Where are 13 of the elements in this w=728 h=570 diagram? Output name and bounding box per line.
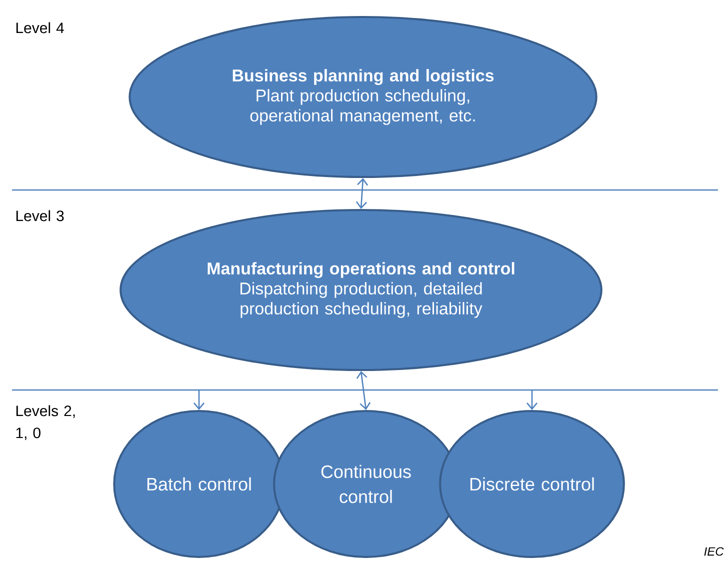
arrow xyxy=(194,390,204,410)
arrow xyxy=(356,178,368,209)
circle-node: Batch control xyxy=(113,410,285,558)
level-label: Level 4 xyxy=(16,22,64,34)
ellipse-node: Manufacturing operations and control Dispatching production, detailed production scheduling, reliability xyxy=(120,209,602,371)
circle-node: Continuous control xyxy=(273,410,459,558)
circle-node: Discrete control xyxy=(439,410,625,558)
level-label: Levels 2, 1, 0 xyxy=(16,405,75,440)
arrow xyxy=(526,390,538,410)
source-label: IEC xyxy=(704,547,724,556)
level-label: Level 3 xyxy=(16,210,64,222)
arrow xyxy=(356,370,371,410)
ellipse-node: Business planning and logistics Plant production scheduling, operational management, etc. xyxy=(128,16,598,178)
